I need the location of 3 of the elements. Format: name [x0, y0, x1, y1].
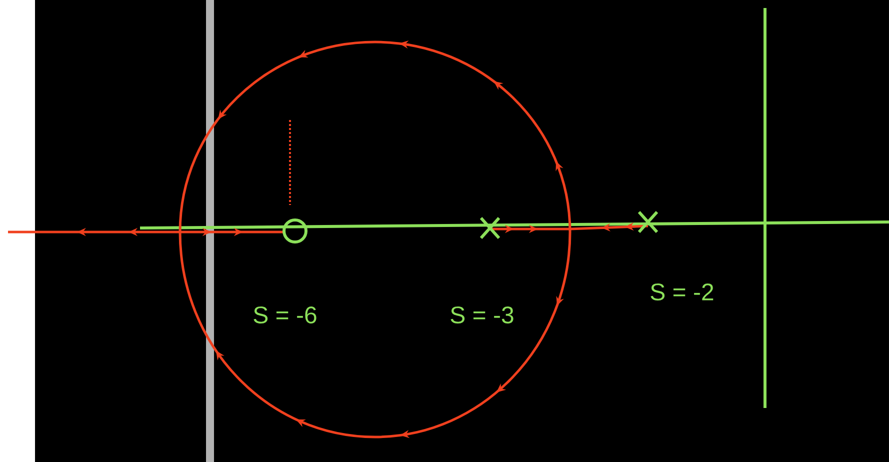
- point-label: S = -3: [450, 306, 514, 324]
- point-label: S = -6: [254, 306, 316, 324]
- point-label: S = -2: [650, 284, 714, 300]
